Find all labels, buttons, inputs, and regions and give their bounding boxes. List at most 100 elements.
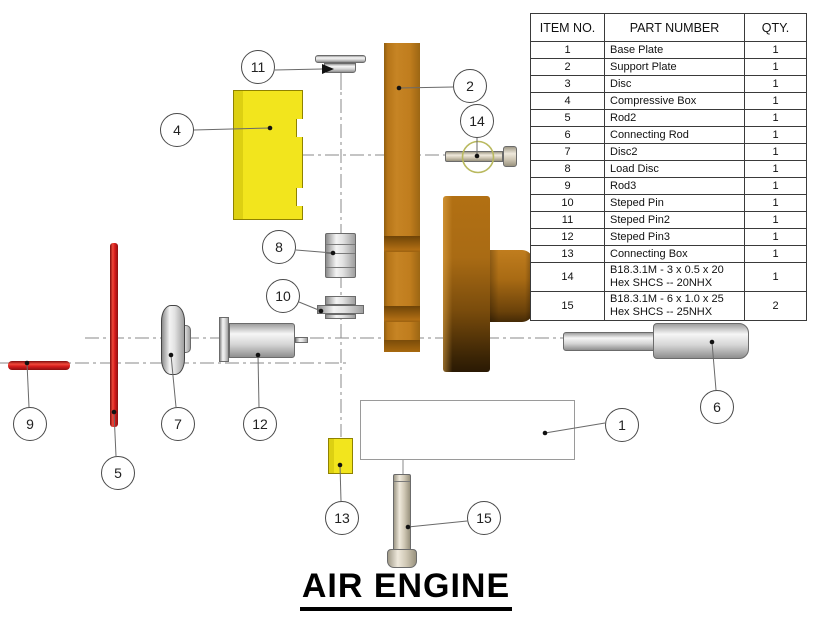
- part-connecting-rod-body: [653, 323, 749, 359]
- bom-item-no: 11: [530, 211, 605, 229]
- balloon-14: 14: [460, 104, 494, 138]
- part-base-plate: [360, 400, 575, 460]
- part-rod2: [110, 243, 118, 427]
- bom-item-no: 3: [530, 75, 605, 93]
- bom-part-number: Steped Pin2: [604, 211, 745, 229]
- balloon-13: 13: [325, 501, 359, 535]
- balloon-15: 15: [467, 501, 501, 535]
- compressive-box-notch-upper: [296, 119, 303, 137]
- connecting-box-left-face: [329, 439, 334, 473]
- bom-part-number: Disc2: [604, 143, 745, 161]
- bom-item-no: 6: [530, 126, 605, 144]
- bom-part-number: Rod2: [604, 109, 745, 127]
- bom-header-part-number: PART NUMBER: [604, 13, 745, 42]
- balloon-10: 10: [266, 279, 300, 313]
- bom-item-no: 9: [530, 177, 605, 195]
- bom-qty: 1: [744, 194, 807, 212]
- bom-header-qty: QTY.: [744, 13, 807, 42]
- part-screw-14-head: [503, 146, 517, 167]
- bom-part-number: Base Plate: [604, 41, 745, 59]
- bom-part-number: Steped Pin3: [604, 228, 745, 246]
- support-plate-notch-upper: [384, 236, 420, 252]
- bom-item-no: 8: [530, 160, 605, 178]
- part-steped-pin3-body: [229, 323, 295, 358]
- bom-qty: 1: [744, 262, 807, 292]
- bom-part-number: Connecting Box: [604, 245, 745, 263]
- balloon-2: 2: [453, 69, 487, 103]
- bom-part-number: Disc: [604, 75, 745, 93]
- bom-item-no: 14: [530, 262, 605, 292]
- bom-item-no: 12: [530, 228, 605, 246]
- drawing-title: AIR ENGINE: [296, 567, 516, 611]
- bom-qty: 1: [744, 58, 807, 76]
- bom-qty: 1: [744, 109, 807, 127]
- bom-qty: 1: [744, 177, 807, 195]
- balloon-7: 7: [161, 407, 195, 441]
- bom-qty: 1: [744, 75, 807, 93]
- balloon-8: 8: [262, 230, 296, 264]
- bom-qty: 1: [744, 41, 807, 59]
- bom-part-number: Load Disc: [604, 160, 745, 178]
- drawing-title-text: AIR ENGINE: [299, 567, 513, 611]
- balloon-12: 12: [243, 407, 277, 441]
- bom-qty: 1: [744, 160, 807, 178]
- balloon-4: 4: [160, 113, 194, 147]
- bom-qty: 1: [744, 143, 807, 161]
- screw-15-collar-line: [394, 481, 410, 482]
- balloon-5: 5: [101, 456, 135, 490]
- bom-item-no: 4: [530, 92, 605, 110]
- bom-qty: 1: [744, 211, 807, 229]
- part-steped-pin3-flange: [219, 317, 229, 362]
- compressive-box-left-face: [234, 91, 243, 219]
- bom-item-no: 1: [530, 41, 605, 59]
- balloon-6: 6: [700, 390, 734, 424]
- support-plate-bottom-band: [384, 340, 420, 352]
- bom-part-number: Rod3: [604, 177, 745, 195]
- bom-item-no: 7: [530, 143, 605, 161]
- bom-qty: 1: [744, 126, 807, 144]
- balloon-9: 9: [13, 407, 47, 441]
- bom-item-no: 10: [530, 194, 605, 212]
- support-plate-notch-lower: [384, 306, 420, 322]
- bom-item-no: 15: [530, 291, 605, 321]
- part-screw-15-head: [387, 549, 417, 568]
- bom-part-number: Support Plate: [604, 58, 745, 76]
- bom-header-item-no: ITEM NO.: [530, 13, 605, 42]
- compressive-box-notch-lower: [296, 188, 303, 206]
- part-compressive-box: [233, 90, 303, 220]
- bom-part-number: Steped Pin: [604, 194, 745, 212]
- bom-part-number: Connecting Rod: [604, 126, 745, 144]
- bom-qty: 1: [744, 245, 807, 263]
- part-steped-pin2-flange: [315, 55, 366, 63]
- part-screw-15-body: [393, 474, 411, 550]
- bom-item-no: 13: [530, 245, 605, 263]
- bom-part-number: B18.3.1M - 3 x 0.5 x 20 Hex SHCS -- 20NH…: [604, 262, 745, 292]
- balloon-11: 11: [241, 50, 275, 84]
- bom-header-row: ITEM NO. PART NUMBER QTY.: [530, 13, 807, 42]
- bom-part-number: Compressive Box: [604, 92, 745, 110]
- balloon-1: 1: [605, 408, 639, 442]
- bom-qty: 1: [744, 92, 807, 110]
- bom-qty: 2: [744, 291, 807, 321]
- part-disc: [443, 196, 490, 372]
- part-disc-hub: [489, 250, 533, 322]
- bom-item-no: 5: [530, 109, 605, 127]
